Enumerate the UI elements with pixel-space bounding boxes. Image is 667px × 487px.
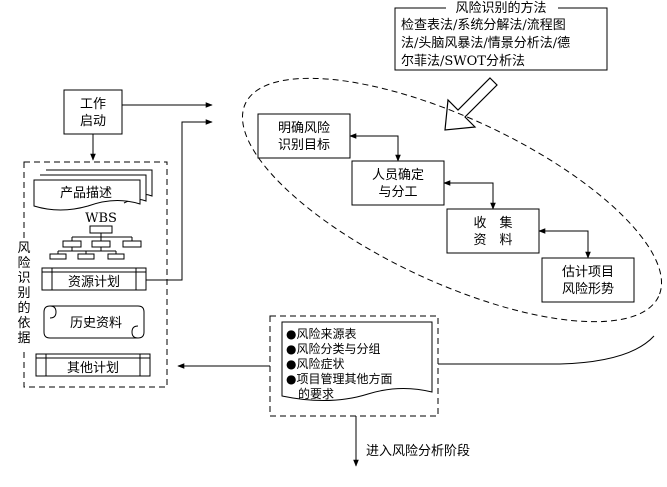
svg-text:识别目标: 识别目标 <box>278 138 330 153</box>
step-define-objective: 明确风险 识别目标 <box>257 113 351 159</box>
step-estimate-situation: 估计项目 风险形势 <box>541 257 635 303</box>
svg-text:其他计划: 其他计划 <box>67 361 119 376</box>
output-item-5: 的要求 <box>298 386 334 401</box>
methods-hollow-arrow <box>444 77 498 131</box>
svg-text:依: 依 <box>17 316 30 331</box>
svg-text:启动: 启动 <box>80 114 106 129</box>
methods-line-2: 法/头脑风暴法/情景分析法/德 <box>401 36 570 51</box>
svg-text:的: 的 <box>17 300 30 316</box>
connector-step1-step2 <box>349 133 401 162</box>
svg-text:资 料: 资 料 <box>473 233 512 248</box>
svg-text:人员确定: 人员确定 <box>372 168 424 183</box>
other-plan-box: 其他计划 <box>35 353 151 377</box>
svg-text:产品描述: 产品描述 <box>60 186 112 201</box>
svg-text:别: 别 <box>17 286 30 301</box>
output-item-2: ●风险分类与分组 <box>286 341 380 356</box>
svg-text:险: 险 <box>17 256 30 271</box>
methods-line-1: 检查表法/系统分解法/流程图 <box>401 18 566 33</box>
svg-text:历史资料: 历史资料 <box>70 316 122 331</box>
basis-group: 风 险 识 别 的 依 据 <box>16 161 168 388</box>
start-box: 工作 启动 <box>63 89 123 135</box>
output-item-1: ●风险来源表 <box>286 326 356 341</box>
svg-text:工作: 工作 <box>80 97 106 112</box>
svg-text:收 集: 收 集 <box>473 215 512 231</box>
step-collect-data: 收 集 资 料 <box>446 208 540 254</box>
svg-text:WBS: WBS <box>85 211 117 226</box>
methods-box: 风险识别的方法 检查表法/系统分解法/流程图 法/头脑风暴法/情景分析法/德 尔… <box>394 0 608 71</box>
basis-to-process-arrow <box>146 119 213 281</box>
svg-text:明确风险: 明确风险 <box>278 121 330 136</box>
methods-title: 风险识别的方法 <box>455 0 546 16</box>
history-scroll: 历史资料 <box>43 305 145 339</box>
resource-plan-box: 资源计划 <box>41 267 147 291</box>
connector-step2-step3 <box>443 180 496 210</box>
connector-step3-step4 <box>538 228 591 259</box>
svg-text:估计项目: 估计项目 <box>562 265 614 280</box>
svg-text:与分工: 与分工 <box>378 185 417 200</box>
svg-text:据: 据 <box>17 331 30 346</box>
step-staffing: 人员确定 与分工 <box>351 160 445 206</box>
process-to-output-line <box>438 335 655 365</box>
output-item-4: ●项目管理其他方面 <box>286 371 392 386</box>
svg-text:风: 风 <box>17 241 30 256</box>
product-description-doc: 产品描述 <box>33 169 153 211</box>
process-ellipse <box>241 77 663 323</box>
svg-text:风险形势: 风险形势 <box>562 281 614 297</box>
methods-line-3: 尔菲法/SWOT分析法 <box>401 54 525 69</box>
svg-text:资源计划: 资源计划 <box>68 275 120 290</box>
wbs-tree: WBS <box>49 211 142 260</box>
output-item-3: ●风险症状 <box>286 356 344 371</box>
outputs-group: ●风险来源表 ●风险分类与分组 ●风险症状 ●项目管理其他方面 的要求 <box>269 315 439 417</box>
svg-text:识: 识 <box>17 271 30 286</box>
next-stage-label: 进入风险分析阶段 <box>366 444 470 459</box>
